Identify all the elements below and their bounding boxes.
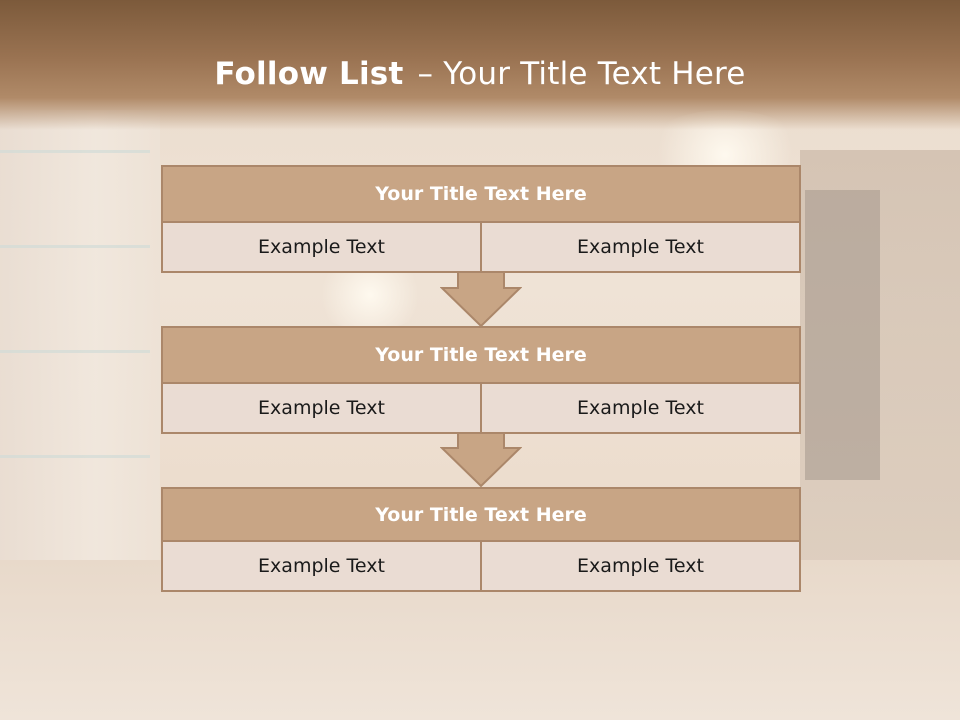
background-shelf (0, 150, 150, 153)
background-shelf (0, 245, 150, 248)
slide-header (0, 0, 960, 130)
block-row: Example Text Example Text (161, 223, 801, 273)
block-row: Example Text Example Text (161, 384, 801, 434)
block-cell-left: Example Text (161, 223, 482, 273)
block-heading: Your Title Text Here (161, 165, 801, 223)
down-arrow-icon (440, 270, 522, 328)
block-cell-right: Example Text (482, 542, 801, 592)
down-arrow-icon (440, 430, 522, 488)
block-heading: Your Title Text Here (161, 487, 801, 542)
background-shelf (0, 455, 150, 458)
block-cell-left: Example Text (161, 542, 482, 592)
background-dark-panel (805, 190, 880, 480)
block-cell-left: Example Text (161, 384, 482, 434)
list-block: Your Title Text Here Example Text Exampl… (161, 326, 801, 434)
block-cell-right: Example Text (482, 384, 801, 434)
slide-title: Follow List–Your Title Text Here (0, 56, 960, 92)
list-block: Your Title Text Here Example Text Exampl… (161, 487, 801, 592)
list-block: Your Title Text Here Example Text Exampl… (161, 165, 801, 273)
block-row: Example Text Example Text (161, 542, 801, 592)
block-heading: Your Title Text Here (161, 326, 801, 384)
slide-title-separator: – (417, 56, 434, 92)
block-cell-right: Example Text (482, 223, 801, 273)
slide-title-rest: Your Title Text Here (443, 56, 746, 92)
background-shelf (0, 350, 150, 353)
slide-title-bold: Follow List (214, 56, 404, 92)
